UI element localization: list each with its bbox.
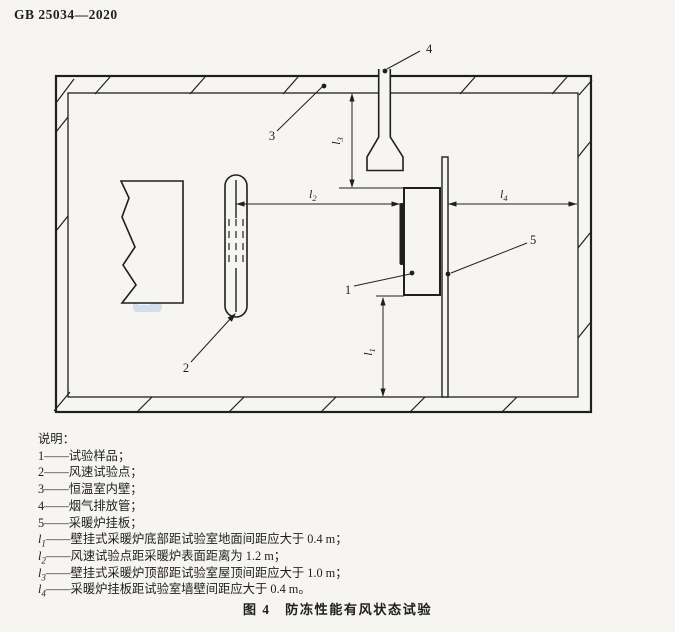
legend: 说明： 1——试验样品； 2——风速试验点； 3——恒温室内壁； 4——烟气排放… [38,431,348,598]
legend-dim-item: l4——采暖炉挂板距试验室墙壁间距应大于 0.4 m。 [38,582,311,599]
dimension-l3 [339,93,404,189]
legend-item: 2——风速试验点； [38,465,143,480]
figure-caption: 图 4 防冻性能有风状态试验 [242,602,433,617]
flue-pipe [366,69,404,172]
callout-mount-plate [445,242,528,277]
dim-label-l2: l2 [309,187,317,203]
legend-dim-item: l2——风速试验点距采暖炉表面距离为 1.2 m； [38,548,287,566]
dimension-l2 [236,201,400,207]
chamber-outer-wall [54,74,593,414]
legend-item: 1——试验样品； [38,448,131,463]
figure-diagram: l3 l2 l4 l1 3 4 1 5 [53,42,593,414]
callout-wind-point [190,313,236,363]
legend-item: 4——烟气排放管； [38,498,143,513]
mount-plate [441,156,449,398]
callout-sample [353,270,415,287]
chamber-inner-wall [67,92,579,398]
dimension-l1 [376,295,404,397]
callout-flue-pipe [382,50,421,74]
callout-label-3: 3 [269,129,275,143]
callout-inner-wall [276,83,327,132]
wind-speed-probe [224,174,248,318]
legend-title: 说明： [38,432,75,446]
standard-number: GB 25034—2020 [14,7,118,22]
test-sample [399,187,441,296]
legend-item: 5——采暖炉挂板； [38,515,143,530]
wind-source-duct [119,180,184,304]
dimension-l4 [448,201,577,207]
dim-label-l3: l3 [329,137,345,145]
callout-label-5: 5 [530,233,536,247]
dim-label-l4: l4 [500,187,508,203]
callout-label-1: 1 [345,283,351,297]
legend-dim-item: l1——壁挂式采暖炉底部距试验室地面间距应大于 0.4 m； [38,532,348,549]
callout-label-4: 4 [426,42,433,56]
wall-hatching [53,76,593,413]
sample-front-panel [399,203,404,265]
callout-label-2: 2 [183,361,189,375]
dim-label-l1: l1 [361,348,377,356]
legend-dim-item: l3——壁挂式采暖炉顶部距试验室屋顶间距应大于 1.0 m； [38,565,348,583]
legend-item: 3——恒温室内壁； [38,482,143,497]
